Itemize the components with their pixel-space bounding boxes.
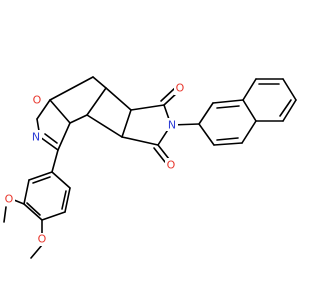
bond — [39, 136, 59, 151]
structure-canvas: O N N O O O O — [3, 76, 297, 259]
bond — [121, 136, 159, 146]
bond — [105, 87, 132, 111]
bond — [49, 99, 71, 124]
bond — [64, 187, 71, 213]
atom-label: O — [33, 94, 42, 107]
bond — [213, 142, 243, 146]
bond — [130, 104, 165, 111]
bond — [26, 202, 41, 216]
atom-labels: O N N O O O O — [3, 82, 186, 246]
isoxazoline-oxygen: O — [31, 94, 43, 107]
bond — [92, 76, 107, 89]
bond — [51, 171, 71, 189]
bond — [69, 114, 88, 124]
bond — [282, 78, 297, 101]
methoxy-oxygen-1: O — [3, 193, 15, 206]
imide-nitrogen: N — [166, 118, 178, 132]
bond — [49, 76, 94, 101]
bonds — [3, 76, 297, 259]
bond — [198, 123, 215, 146]
bond — [3, 206, 7, 223]
bond — [121, 109, 132, 138]
bond — [198, 102, 214, 125]
bond — [216, 105, 240, 109]
bond — [86, 87, 107, 116]
methoxy-oxygen-2: O — [36, 233, 48, 246]
imide-carbonyl-oxygen-top: O — [174, 82, 186, 95]
bond — [23, 179, 30, 205]
bond — [41, 211, 66, 221]
bond — [157, 144, 170, 160]
bond — [13, 199, 25, 205]
bond — [57, 122, 71, 151]
atom-label: N — [32, 131, 40, 144]
bond — [28, 171, 53, 181]
imide-carbonyl-oxygen-bottom: O — [165, 158, 177, 172]
bond — [44, 133, 58, 144]
bond — [32, 176, 51, 184]
atom-label: N — [168, 119, 176, 132]
molecule-figure: O N N O O O O — [3, 76, 297, 259]
bond — [242, 78, 257, 101]
atom-label: O — [176, 82, 185, 95]
bond — [241, 120, 257, 144]
bond — [282, 99, 297, 122]
bond — [153, 147, 166, 163]
atom-label: O — [167, 159, 176, 172]
bond — [279, 99, 292, 117]
bond — [86, 114, 123, 138]
bond — [51, 149, 59, 173]
bond — [160, 87, 176, 102]
bond — [36, 99, 51, 120]
bond — [212, 99, 244, 104]
atom-label: O — [5, 193, 14, 206]
bond — [61, 190, 67, 210]
atom-label: O — [38, 233, 47, 246]
bond — [242, 99, 257, 122]
bond — [30, 244, 43, 259]
bond — [216, 137, 239, 141]
bond — [23, 203, 43, 221]
isoxazoline-nitrogen: N — [30, 130, 42, 144]
